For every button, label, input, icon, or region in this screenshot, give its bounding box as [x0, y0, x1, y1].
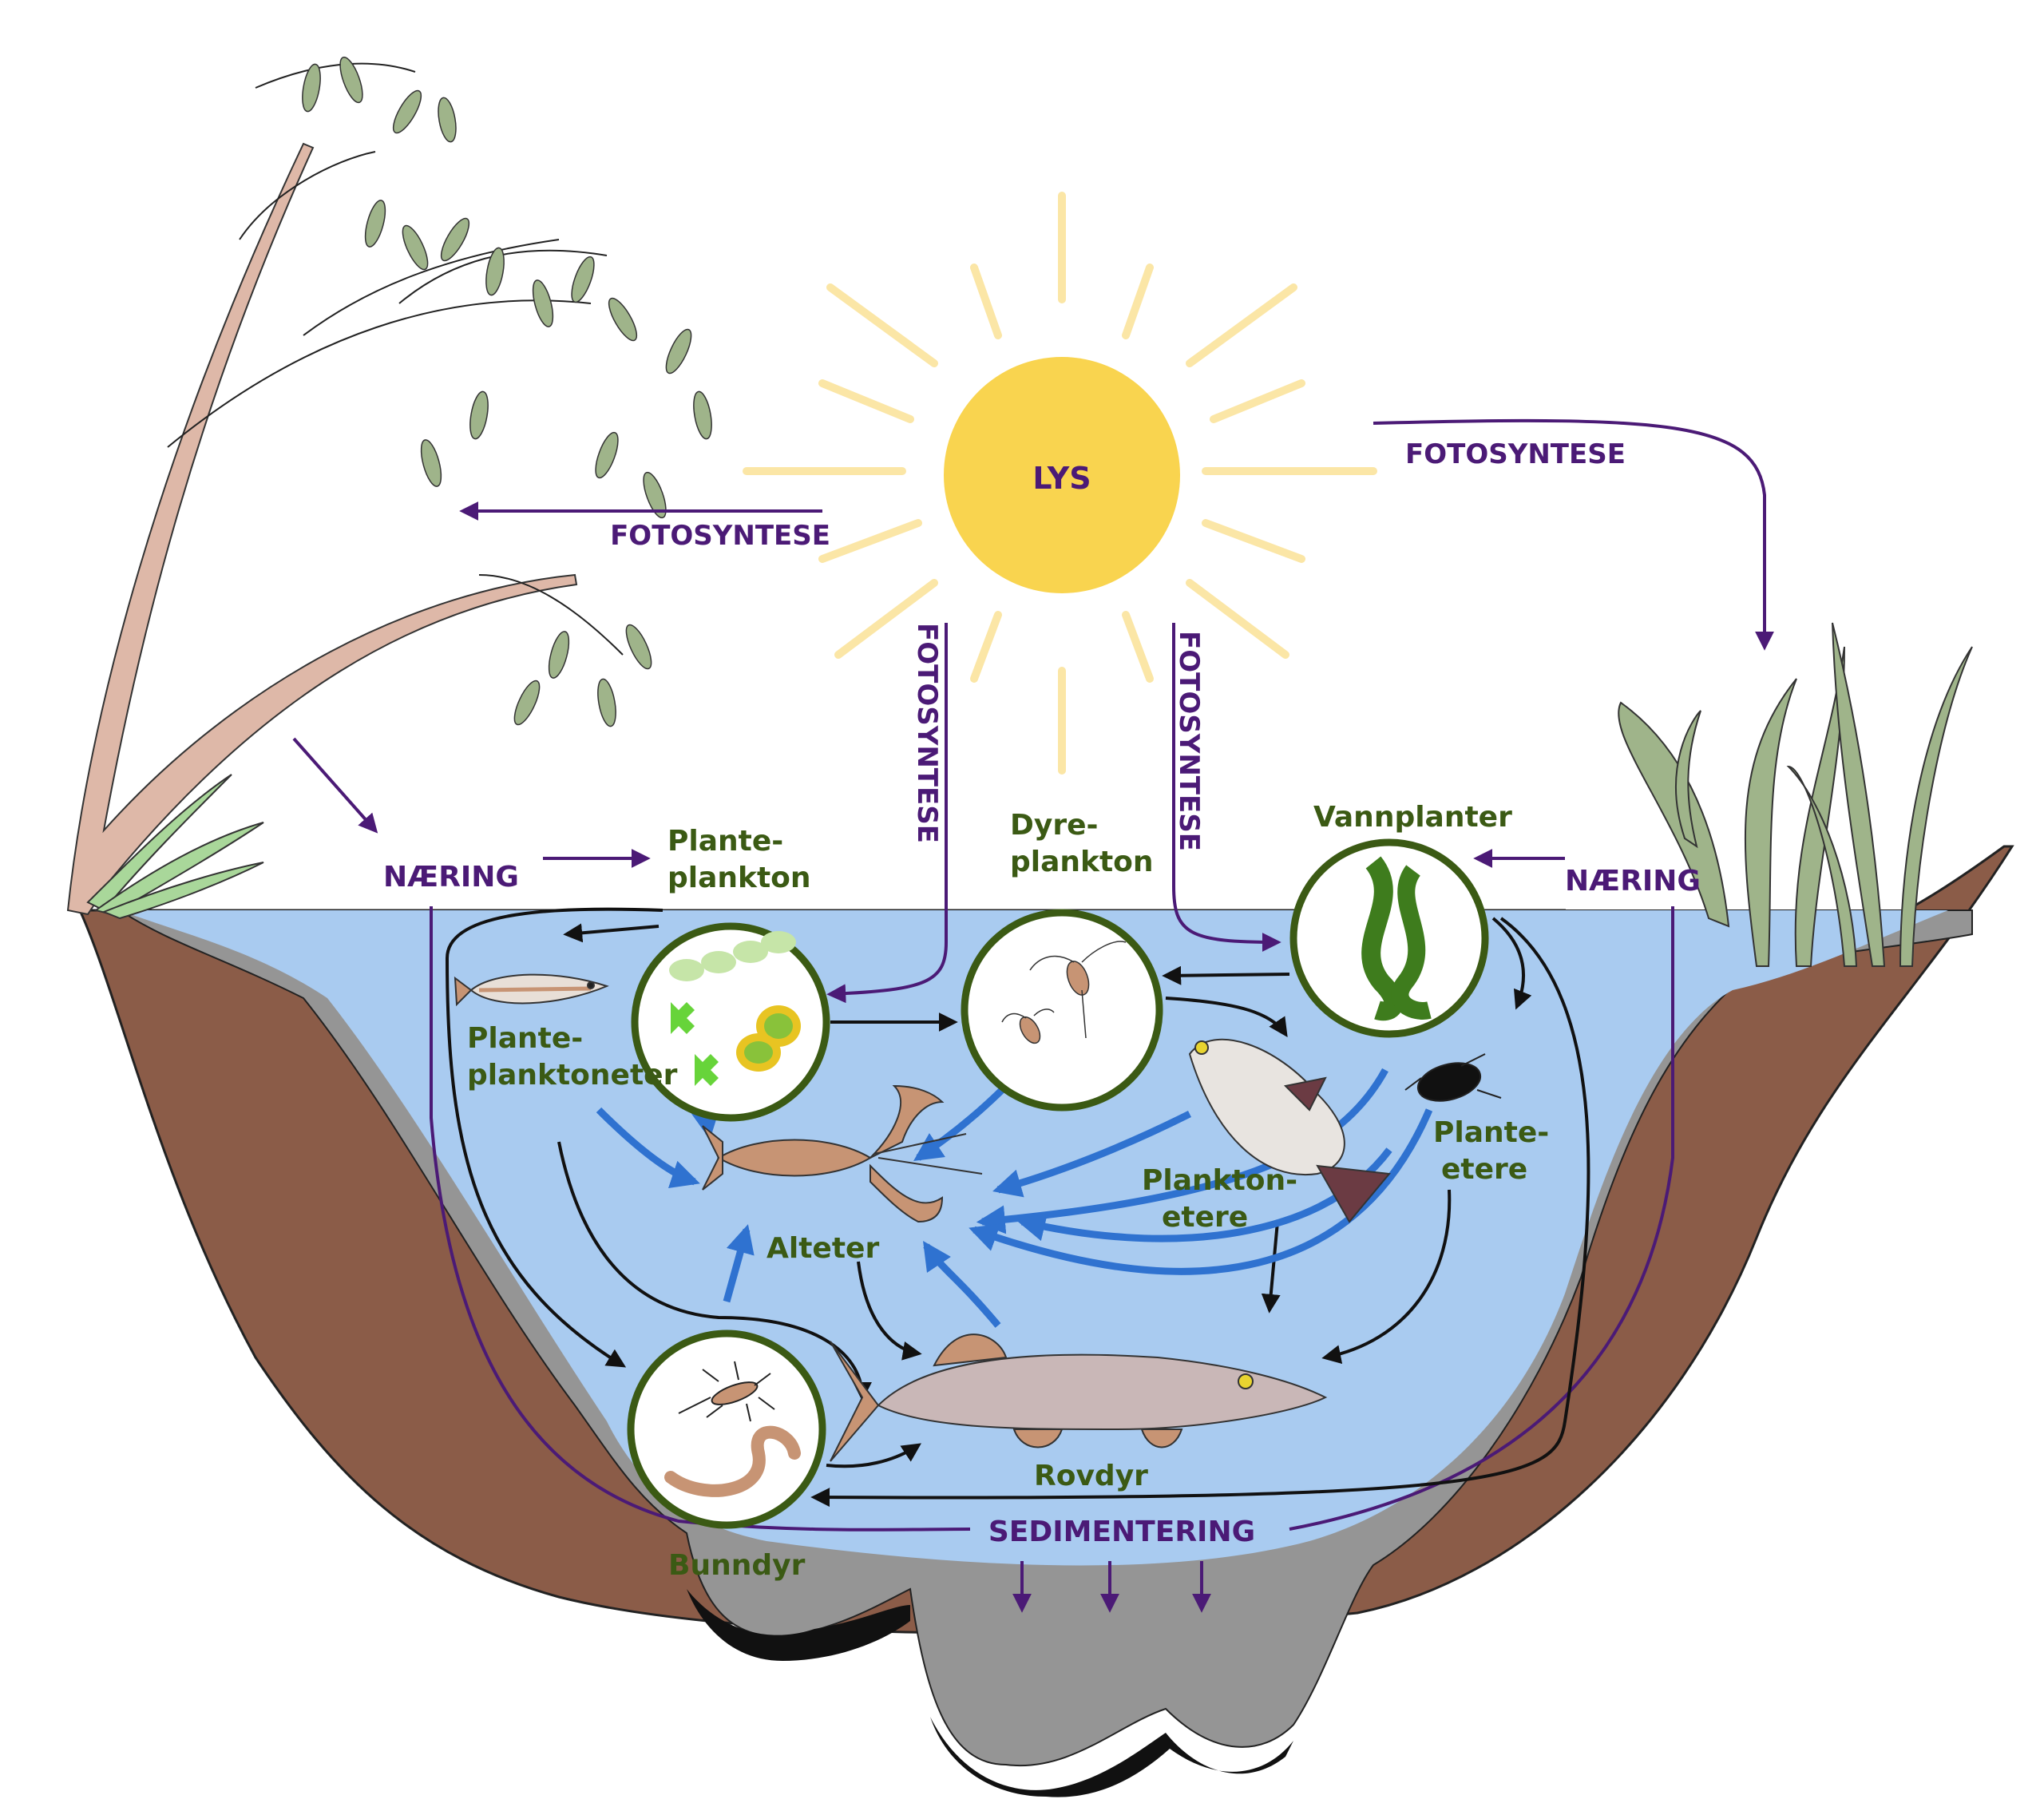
tree-trunk — [66, 142, 578, 916]
tree-branches — [167, 62, 624, 656]
basin-shadow-2 — [930, 1717, 1293, 1797]
phytoplankton-circle — [631, 922, 830, 1122]
sun: LYS — [743, 192, 1377, 775]
benthos-circle — [627, 1329, 826, 1529]
foodweb-arrows — [445, 907, 1590, 1508]
phytoplankton-cells — [669, 931, 801, 1086]
photosynthesis-label-left: FOTOSYNTESE — [610, 520, 830, 552]
sediment-path-right — [1289, 906, 1674, 1531]
aquatic-plant-strand — [1361, 856, 1404, 1021]
phytoplankton-eaters-label: Plante- planktoneter — [467, 1022, 678, 1092]
pike — [830, 1333, 1328, 1462]
crayfish — [702, 1084, 983, 1223]
grass-left — [86, 774, 264, 920]
sun-disk — [944, 357, 1180, 593]
predators-label: Rovdyr — [1034, 1460, 1148, 1492]
photosynthesis-arrow-reeds — [1373, 418, 1774, 651]
photosynthesis-label-down-right: FOTOSYNTESE — [1173, 631, 1205, 851]
photosynthesis-label-down-left: FOTOSYNTESE — [911, 623, 943, 843]
aquatic-plants-label: Vannplanter — [1313, 801, 1512, 834]
roach-fish — [1188, 1038, 1391, 1223]
plankton-eaters-label: Plankton- etere — [1142, 1164, 1308, 1234]
insect-larva — [678, 1361, 775, 1422]
photosynthesis-arrow-plants — [1172, 623, 1281, 952]
sedimentation-label: SEDIMENTERING — [988, 1516, 1255, 1548]
phytoplankton-label: Plante- plankton — [667, 825, 811, 894]
zooplankton-label: Dyre- plankton — [1010, 809, 1154, 878]
omnivores-label: Alteter — [766, 1232, 879, 1265]
tree-illustration — [66, 56, 712, 916]
organism-labels: Plante- plankton Dyre- plankton Vannplan… — [467, 801, 1559, 1582]
sun-label: LYS — [1032, 461, 1091, 496]
nutrient-arrow-left-in — [292, 737, 378, 834]
water-beetle — [1404, 1053, 1502, 1102]
tree-leaves — [302, 56, 712, 727]
basin-shadow — [687, 1589, 910, 1661]
sediment-path-left — [430, 906, 971, 1532]
aquatic-plants-circle — [1289, 838, 1489, 1038]
worm — [664, 1425, 801, 1497]
benthos-label: Bunndyr — [668, 1549, 806, 1582]
photosynthesis-label-right: FOTOSYNTESE — [1405, 438, 1626, 470]
process-arrows — [292, 418, 1774, 1613]
zooplankton-circle — [961, 909, 1163, 1112]
nutrients-label-right: NÆRING — [1565, 865, 1701, 898]
reeds-right — [1618, 622, 1973, 967]
process-labels: FOTOSYNTESE FOTOSYNTESE FOTOSYNTESE FOTO… — [383, 438, 1701, 1548]
photosynthesis-arrow-phyto — [826, 623, 948, 1004]
small-fish — [454, 973, 609, 1007]
zooplankton-critters — [1001, 941, 1127, 1044]
herbivores-label: Plante- etere — [1433, 1116, 1559, 1186]
aquatic-plant-strand-2 — [1391, 865, 1432, 1020]
sun-rays — [743, 192, 1377, 775]
nutrients-label-left: NÆRING — [383, 861, 519, 894]
